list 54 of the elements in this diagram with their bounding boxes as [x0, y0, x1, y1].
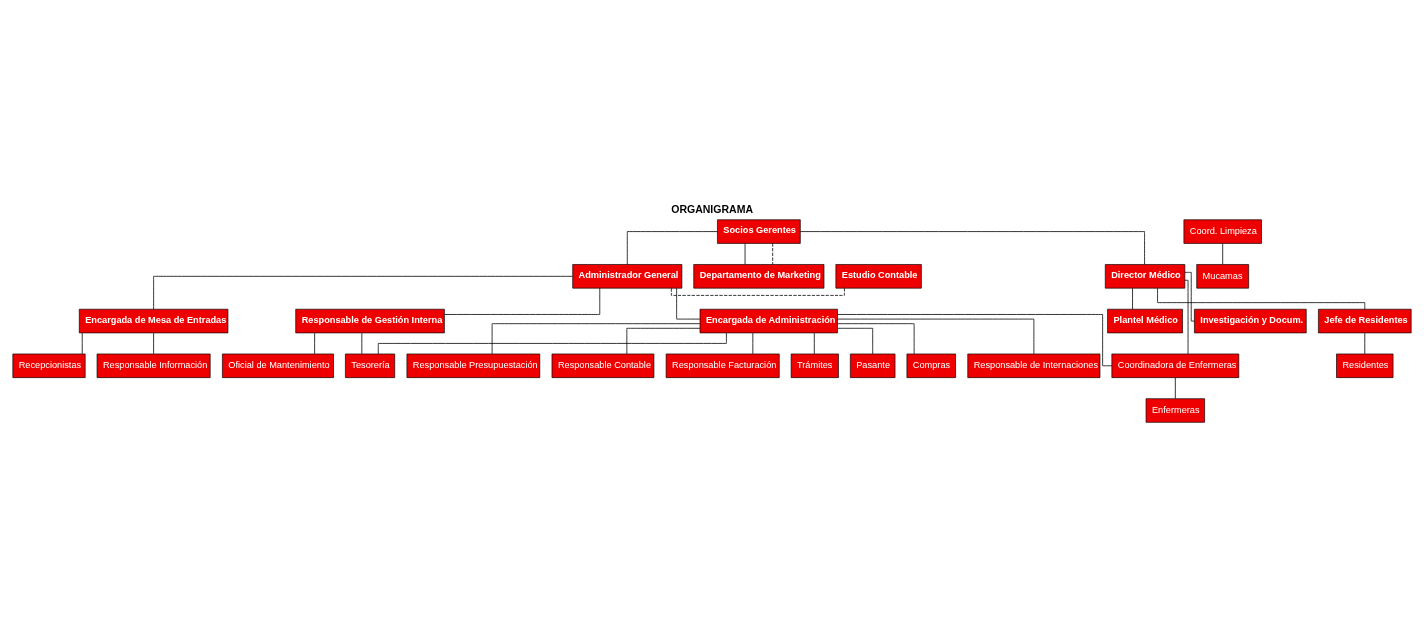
connector [772, 243, 774, 265]
node-box: Director Médico [1104, 264, 1186, 289]
node-box: Jefe de Residentes [1318, 308, 1412, 334]
connector [444, 287, 601, 315]
connector [1157, 287, 1366, 310]
node-box: Responsable de Internaciones [967, 353, 1101, 378]
connector [1364, 332, 1366, 355]
node-box: Responsable Presupuestación [406, 353, 541, 378]
connector [314, 332, 316, 355]
node-box: Enfermeras [1145, 398, 1205, 423]
connector [837, 314, 1113, 367]
node-box: Responsable Información [96, 353, 211, 378]
connector [1184, 271, 1195, 322]
node-box: Encargada de Administración [699, 308, 838, 334]
connector [1184, 279, 1189, 355]
node-box: Residentes [1336, 353, 1394, 378]
node-box: Pasante [850, 353, 896, 378]
node-box: Responsable Contable [551, 353, 655, 378]
node-box: Responsable de Gestión Interna [295, 308, 445, 334]
diagram-title: ORGANIGRAMA [671, 203, 754, 216]
connector [837, 323, 915, 355]
node-box: Mucamas [1196, 264, 1249, 289]
node-box: Recepcionistas [12, 353, 86, 378]
connector [670, 287, 845, 296]
connector [626, 231, 718, 265]
node-box: Estudio Contable [835, 264, 922, 289]
node-box: Compras [906, 353, 956, 378]
connector [837, 327, 874, 355]
node-box: Tesorería [345, 353, 396, 378]
connector [153, 332, 154, 355]
node-box: Socios Gerentes [717, 219, 801, 244]
node-box: Encargada de Mesa de Entradas [78, 308, 229, 334]
connector [1174, 377, 1176, 399]
connector [491, 323, 701, 355]
connector [837, 318, 1035, 355]
node-box: Plantel Médico [1107, 308, 1183, 334]
connector [1132, 287, 1133, 310]
node-box: Coord. Limpieza [1183, 219, 1262, 244]
connector [1222, 243, 1224, 265]
connector [813, 332, 815, 355]
connector [799, 231, 1145, 265]
node-box: Responsable Facturación [665, 353, 780, 378]
connector [626, 327, 701, 355]
connector [676, 287, 701, 320]
node-box: Administrador General [572, 264, 683, 289]
connector [377, 332, 727, 355]
connector [153, 275, 573, 310]
node-box: Coordinadora de Enfermeras [1111, 353, 1240, 378]
node-box: Investigación y Docum. [1194, 308, 1307, 334]
connector [81, 332, 83, 355]
node-box: Departamento de Marketing [693, 264, 825, 289]
node-box: Oficial de Mantenimiento [222, 353, 334, 378]
connector [744, 243, 746, 265]
node-box: Trámites [790, 353, 839, 378]
